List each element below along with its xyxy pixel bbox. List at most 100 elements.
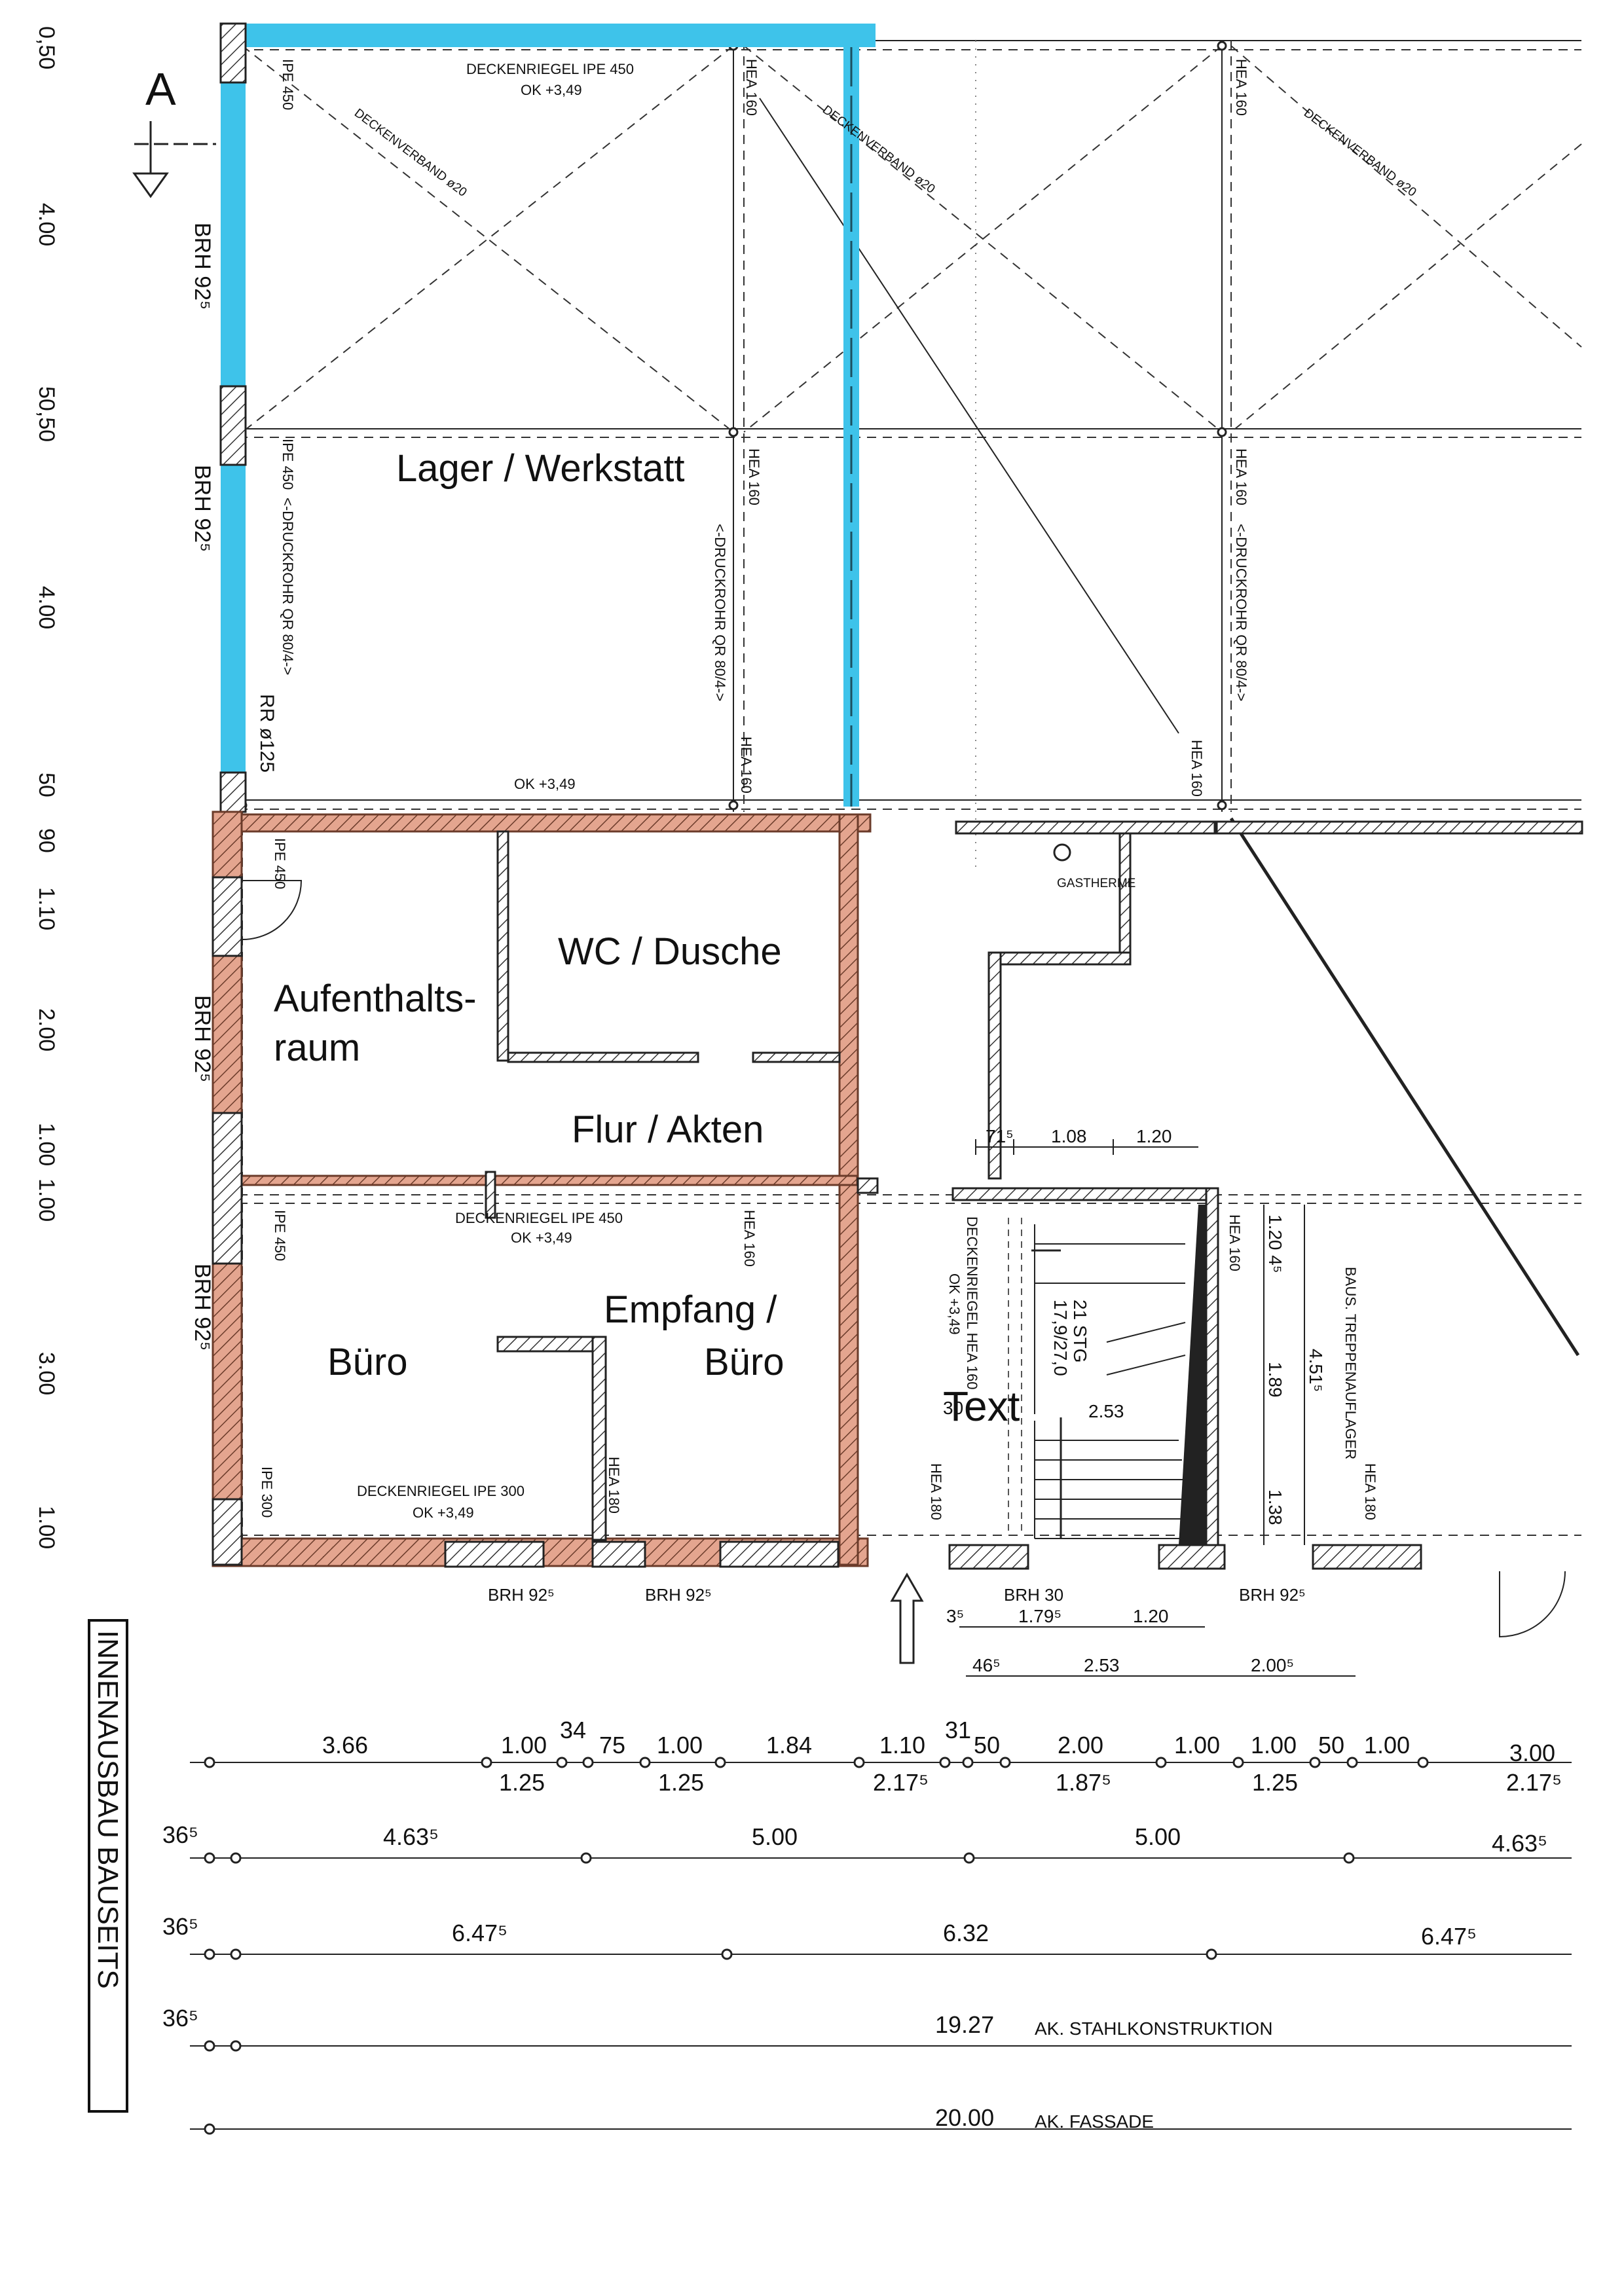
label-ipe450-a: IPE 450 bbox=[280, 59, 296, 110]
label-ok-bottom: OK +3,49 bbox=[413, 1504, 474, 1521]
label-hea160-d: HEA 160 bbox=[738, 737, 754, 793]
dim-row5-label: AK. FASSADE bbox=[1035, 2111, 1154, 2132]
dim-138: 1.38 bbox=[1265, 1489, 1285, 1525]
label-deckenriegel-mid: DECKENRIEGEL IPE 450 bbox=[455, 1210, 623, 1226]
dim-row2: 36⁵ bbox=[162, 1821, 198, 1848]
room-label-empfang-2: Büro bbox=[704, 1341, 784, 1383]
label-deckenriegel-bottom: DECKENRIEGEL IPE 300 bbox=[357, 1483, 525, 1499]
side-dim: 90 bbox=[34, 828, 59, 853]
dim-71: 71⁵ bbox=[986, 1126, 1014, 1146]
dim-253b: 2.53 bbox=[1084, 1655, 1120, 1675]
label-stair-riegel: DECKENRIEGEL HEA 160 bbox=[964, 1216, 980, 1390]
dim-row1: 1.00 bbox=[1251, 1732, 1297, 1758]
room-label-buero: Büro bbox=[327, 1341, 408, 1383]
side-dim: 1.00 bbox=[34, 1506, 59, 1549]
label-druckrohr-3: <-DRUCKROHR QR 80/4-> bbox=[1233, 524, 1249, 701]
side-dim: 50,50 bbox=[34, 386, 59, 442]
side-dim: 4.00 bbox=[34, 586, 59, 629]
door-swing bbox=[1499, 1571, 1566, 1638]
dim-row1: 31 bbox=[945, 1717, 971, 1743]
section-marker-label: A bbox=[145, 64, 176, 115]
label-brh-5: BRH 92⁵ bbox=[488, 1585, 555, 1605]
label-deckenverband-3: DECKENVERBAND ø20 bbox=[1301, 106, 1419, 200]
section-marker-a: A bbox=[132, 64, 216, 198]
dim-row1: 75 bbox=[599, 1732, 625, 1758]
innenausbau-text: INNENAUSBAU BAUSEITS bbox=[92, 1630, 124, 1989]
dim-row2: 4.63⁵ bbox=[1492, 1830, 1547, 1857]
label-hea180-c: HEA 180 bbox=[1362, 1463, 1378, 1520]
dim-row1: 2.00 bbox=[1058, 1732, 1103, 1758]
dim-120c: 1.20 bbox=[1133, 1606, 1169, 1626]
label-hea160-f: HEA 160 bbox=[1189, 740, 1205, 797]
column-block bbox=[219, 22, 247, 84]
dim-row4: 36⁵ bbox=[162, 2005, 198, 2032]
dim-189: 1.89 bbox=[1265, 1362, 1285, 1398]
overlay-text: Text bbox=[943, 1383, 1020, 1430]
side-dim: 50 bbox=[34, 773, 59, 797]
innenausbau-label: INNENAUSBAU BAUSEITS bbox=[88, 1619, 128, 2113]
label-hea160-g: HEA 160 bbox=[741, 1210, 758, 1267]
label-ipe450-b: IPE 450 bbox=[280, 439, 296, 490]
dim-row4-label: AK. STAHLKONSTRUKTION bbox=[1035, 2018, 1273, 2039]
label-deckenverband-1: DECKENVERBAND ø20 bbox=[352, 106, 470, 200]
dim-row4: 19.27 bbox=[935, 2011, 994, 2038]
label-rr: RR ø125 bbox=[256, 694, 278, 773]
entrance-arrow-icon bbox=[890, 1572, 924, 1664]
label-brh-7: BRH 92⁵ bbox=[1239, 1585, 1306, 1605]
dim-200b: 2.00⁵ bbox=[1251, 1655, 1294, 1675]
dim-row1: 34 bbox=[560, 1717, 586, 1743]
room-label-aufenthalt-1: Aufenthalts- bbox=[274, 977, 477, 1020]
label-hea160-h: HEA 160 bbox=[1227, 1214, 1243, 1271]
dim-row1: 1.10 bbox=[879, 1732, 925, 1758]
label-hea180-a: HEA 180 bbox=[606, 1457, 622, 1514]
dim-row1b: 2.17⁵ bbox=[1506, 1769, 1562, 1796]
dim-row2: 4.63⁵ bbox=[383, 1823, 439, 1850]
label-ok-mid: OK +3,49 bbox=[514, 776, 576, 792]
dim-row1b: 1.25 bbox=[658, 1769, 704, 1796]
office-walls bbox=[212, 811, 879, 1568]
dim-row2: 5.00 bbox=[1135, 1823, 1181, 1850]
dim-row1: 50 bbox=[974, 1732, 1000, 1758]
dim-row1: 3.66 bbox=[322, 1732, 368, 1758]
side-dim: 4.00 bbox=[34, 203, 59, 246]
side-dim: 3.00 bbox=[34, 1352, 59, 1395]
label-ok-mid2: OK +3,49 bbox=[511, 1230, 572, 1246]
label-druckrohr-1: <-DRUCKROHR QR 80/4-> bbox=[280, 498, 296, 675]
dim-179: 1.79⁵ bbox=[1018, 1606, 1061, 1626]
dim-row3: 6.47⁵ bbox=[452, 1920, 507, 1946]
label-deckenverband-2: DECKENVERBAND ø20 bbox=[820, 103, 938, 196]
dim-row3: 6.47⁵ bbox=[1421, 1923, 1477, 1950]
dim-row1b: 1.25 bbox=[1252, 1769, 1298, 1796]
dim-451: 4.51⁵ bbox=[1306, 1349, 1326, 1392]
side-dim: 1.10 bbox=[34, 887, 59, 930]
label-brh-30: BRH 30 bbox=[1004, 1585, 1063, 1605]
label-treppen: BAUS. TREPPENAUFLAGER bbox=[1342, 1267, 1359, 1459]
room-label-empfang-1: Empfang / bbox=[604, 1288, 777, 1331]
label-hea180-b: HEA 180 bbox=[928, 1463, 944, 1520]
label-gastherme: GASTHERME bbox=[1057, 877, 1135, 890]
room-label-flur: Flur / Akten bbox=[572, 1108, 764, 1151]
dim-120a: 1.20 bbox=[1136, 1126, 1172, 1146]
label-hea160-a: HEA 160 bbox=[743, 59, 760, 116]
stair-zone bbox=[948, 820, 1583, 1570]
dim-row1: 50 bbox=[1318, 1732, 1344, 1758]
side-dim: 0,50 bbox=[34, 26, 59, 69]
dim-108: 1.08 bbox=[1051, 1126, 1087, 1146]
dim-row1b: 1.87⁵ bbox=[1056, 1769, 1111, 1796]
dimension-lines: 3.66 1.00 34 75 1.00 1.84 1.10 31 50 2.0… bbox=[162, 1717, 1572, 2135]
room-label-lager: Lager / Werkstatt bbox=[396, 447, 685, 490]
label-ipe300: IPE 300 bbox=[259, 1467, 275, 1518]
label-druckrohr-2: <-DRUCKROHR QR 80/4-> bbox=[712, 524, 728, 701]
dim-46: 46⁵ bbox=[972, 1655, 1001, 1675]
dim-row1: 1.00 bbox=[1174, 1732, 1220, 1758]
dim-row2: 5.00 bbox=[752, 1823, 798, 1850]
dim-row1: 1.00 bbox=[1364, 1732, 1410, 1758]
label-ipe450-d: IPE 450 bbox=[272, 1210, 288, 1261]
plan-dimensions: 71⁵ 1.08 1.20 1.20 4⁵ 1.89 4.51⁵ 1.38 30… bbox=[943, 1126, 1356, 1677]
label-brh-3: BRH 92⁵ bbox=[190, 995, 215, 1082]
dim-row1: 1.00 bbox=[657, 1732, 703, 1758]
dim-row3: 36⁵ bbox=[162, 1913, 198, 1940]
label-stg-ratio: 17,9/27,0 bbox=[1050, 1300, 1071, 1376]
side-dimensions: 0,50 4.00 50,50 4.00 50 90 1.10 2.00 1.0… bbox=[34, 26, 59, 1549]
dim-row3: 6.32 bbox=[943, 1920, 989, 1946]
